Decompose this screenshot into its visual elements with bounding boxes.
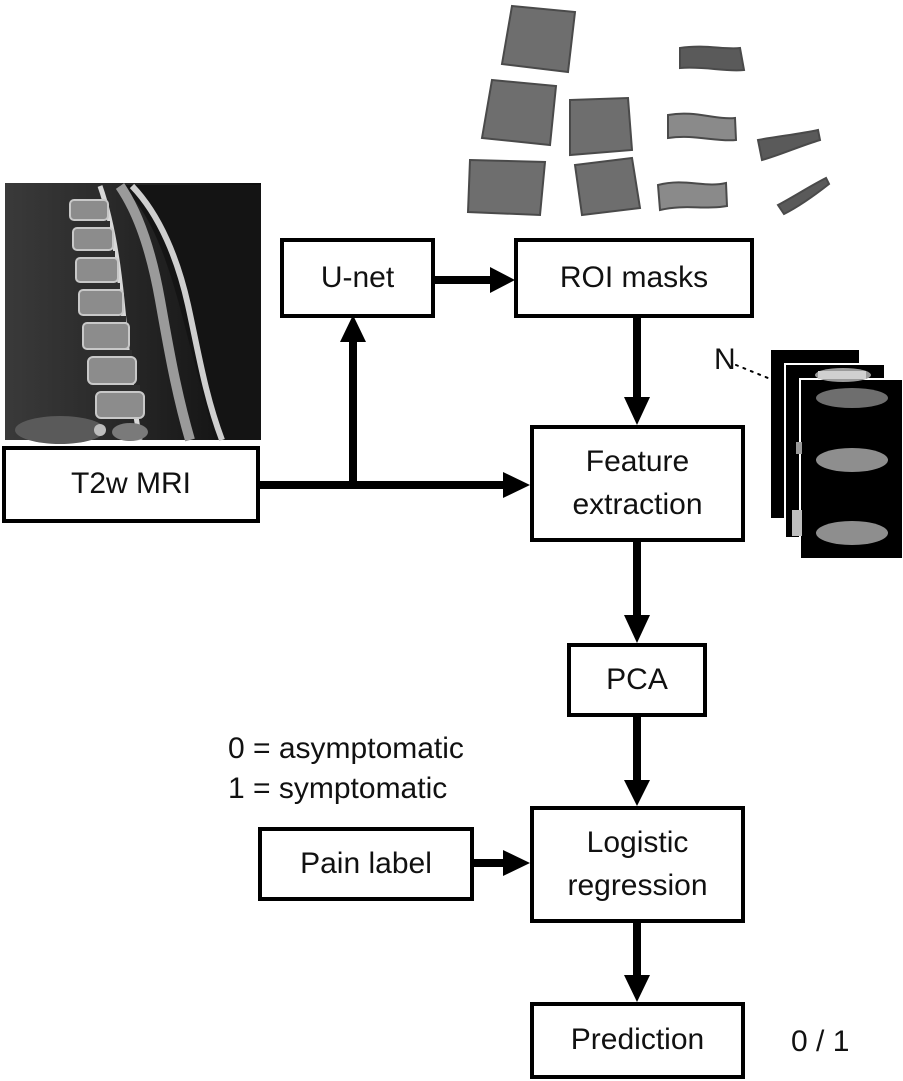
pca-node: PCA (567, 643, 707, 717)
roi-masks-node: ROI masks (514, 238, 754, 318)
prediction-label: Prediction (570, 1023, 705, 1057)
label-definition-symptomatic: 1 = symptomatic (228, 772, 448, 805)
roi-masks-label: ROI masks (559, 260, 709, 294)
prediction-output-values: 0 / 1 (791, 1025, 850, 1058)
prediction-node: Prediction (530, 1002, 745, 1079)
t2w-mri-node: T2w MRI (2, 446, 260, 523)
n-dotted-leader (735, 364, 769, 379)
n-count-label: N (714, 343, 736, 376)
pca-label: PCA (606, 662, 668, 696)
unet-node: U-net (280, 238, 435, 318)
label-definition-asymptomatic: 0 = asymptomatic (228, 732, 464, 765)
mask-thumbnails (466, 4, 831, 217)
pain-label-label: Pain label (300, 846, 432, 880)
unet-label: U-net (320, 260, 395, 294)
pain-label-node: Pain label (258, 827, 474, 901)
connectors (260, 267, 650, 1002)
roi-slice-stack (769, 348, 903, 560)
logistic-regression-node: Logistic regression (530, 806, 745, 923)
t2w-mri-label: T2w MRI (71, 467, 191, 501)
logistic-regression-label-line1: Logistic (586, 825, 689, 859)
feature-extraction-node: Feature extraction (530, 425, 745, 542)
feature-extraction-label-line2: extraction (572, 487, 703, 521)
mri-image (5, 183, 261, 444)
logistic-regression-label-line2: regression (567, 868, 708, 902)
feature-extraction-label-line1: Feature (585, 444, 690, 478)
